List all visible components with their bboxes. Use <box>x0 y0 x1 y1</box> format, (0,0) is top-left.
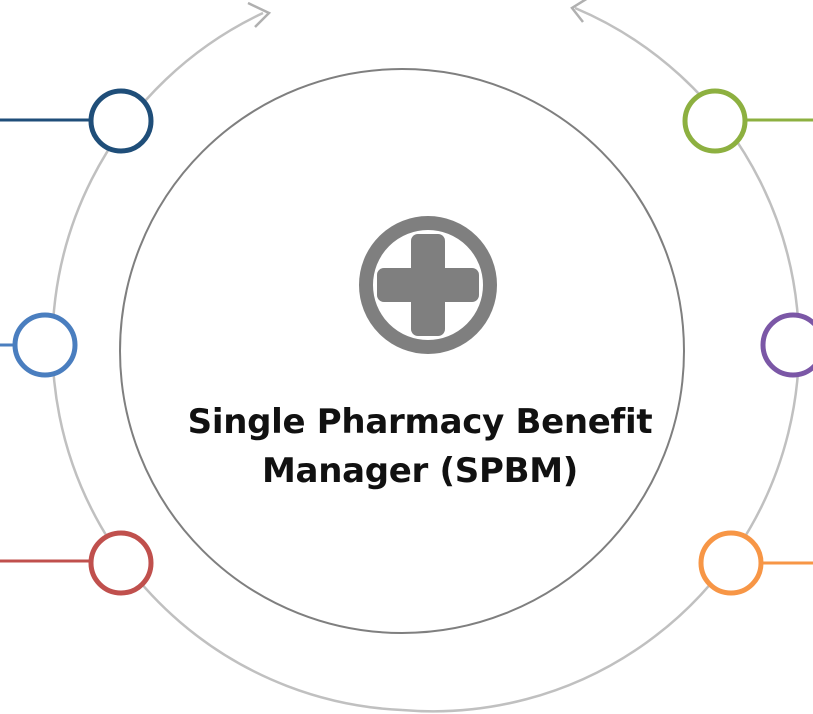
center-title-line2: Manager (SPBM) <box>262 451 578 491</box>
node-right-middle[interactable] <box>760 312 813 378</box>
node-right-top[interactable] <box>682 88 748 154</box>
medical-cross-icon <box>359 216 497 354</box>
center-title-line1: Single Pharmacy Benefit <box>187 402 653 442</box>
node-right-bottom[interactable] <box>698 530 764 596</box>
arrow-head-left <box>247 1 272 28</box>
arrow-head-right <box>570 0 588 23</box>
inner-circle <box>119 68 685 634</box>
node-left-middle[interactable] <box>12 312 78 378</box>
node-left-top[interactable] <box>88 88 154 154</box>
node-left-bottom[interactable] <box>88 530 154 596</box>
center-title: Single Pharmacy Benefit Manager (SPBM) <box>150 398 690 496</box>
